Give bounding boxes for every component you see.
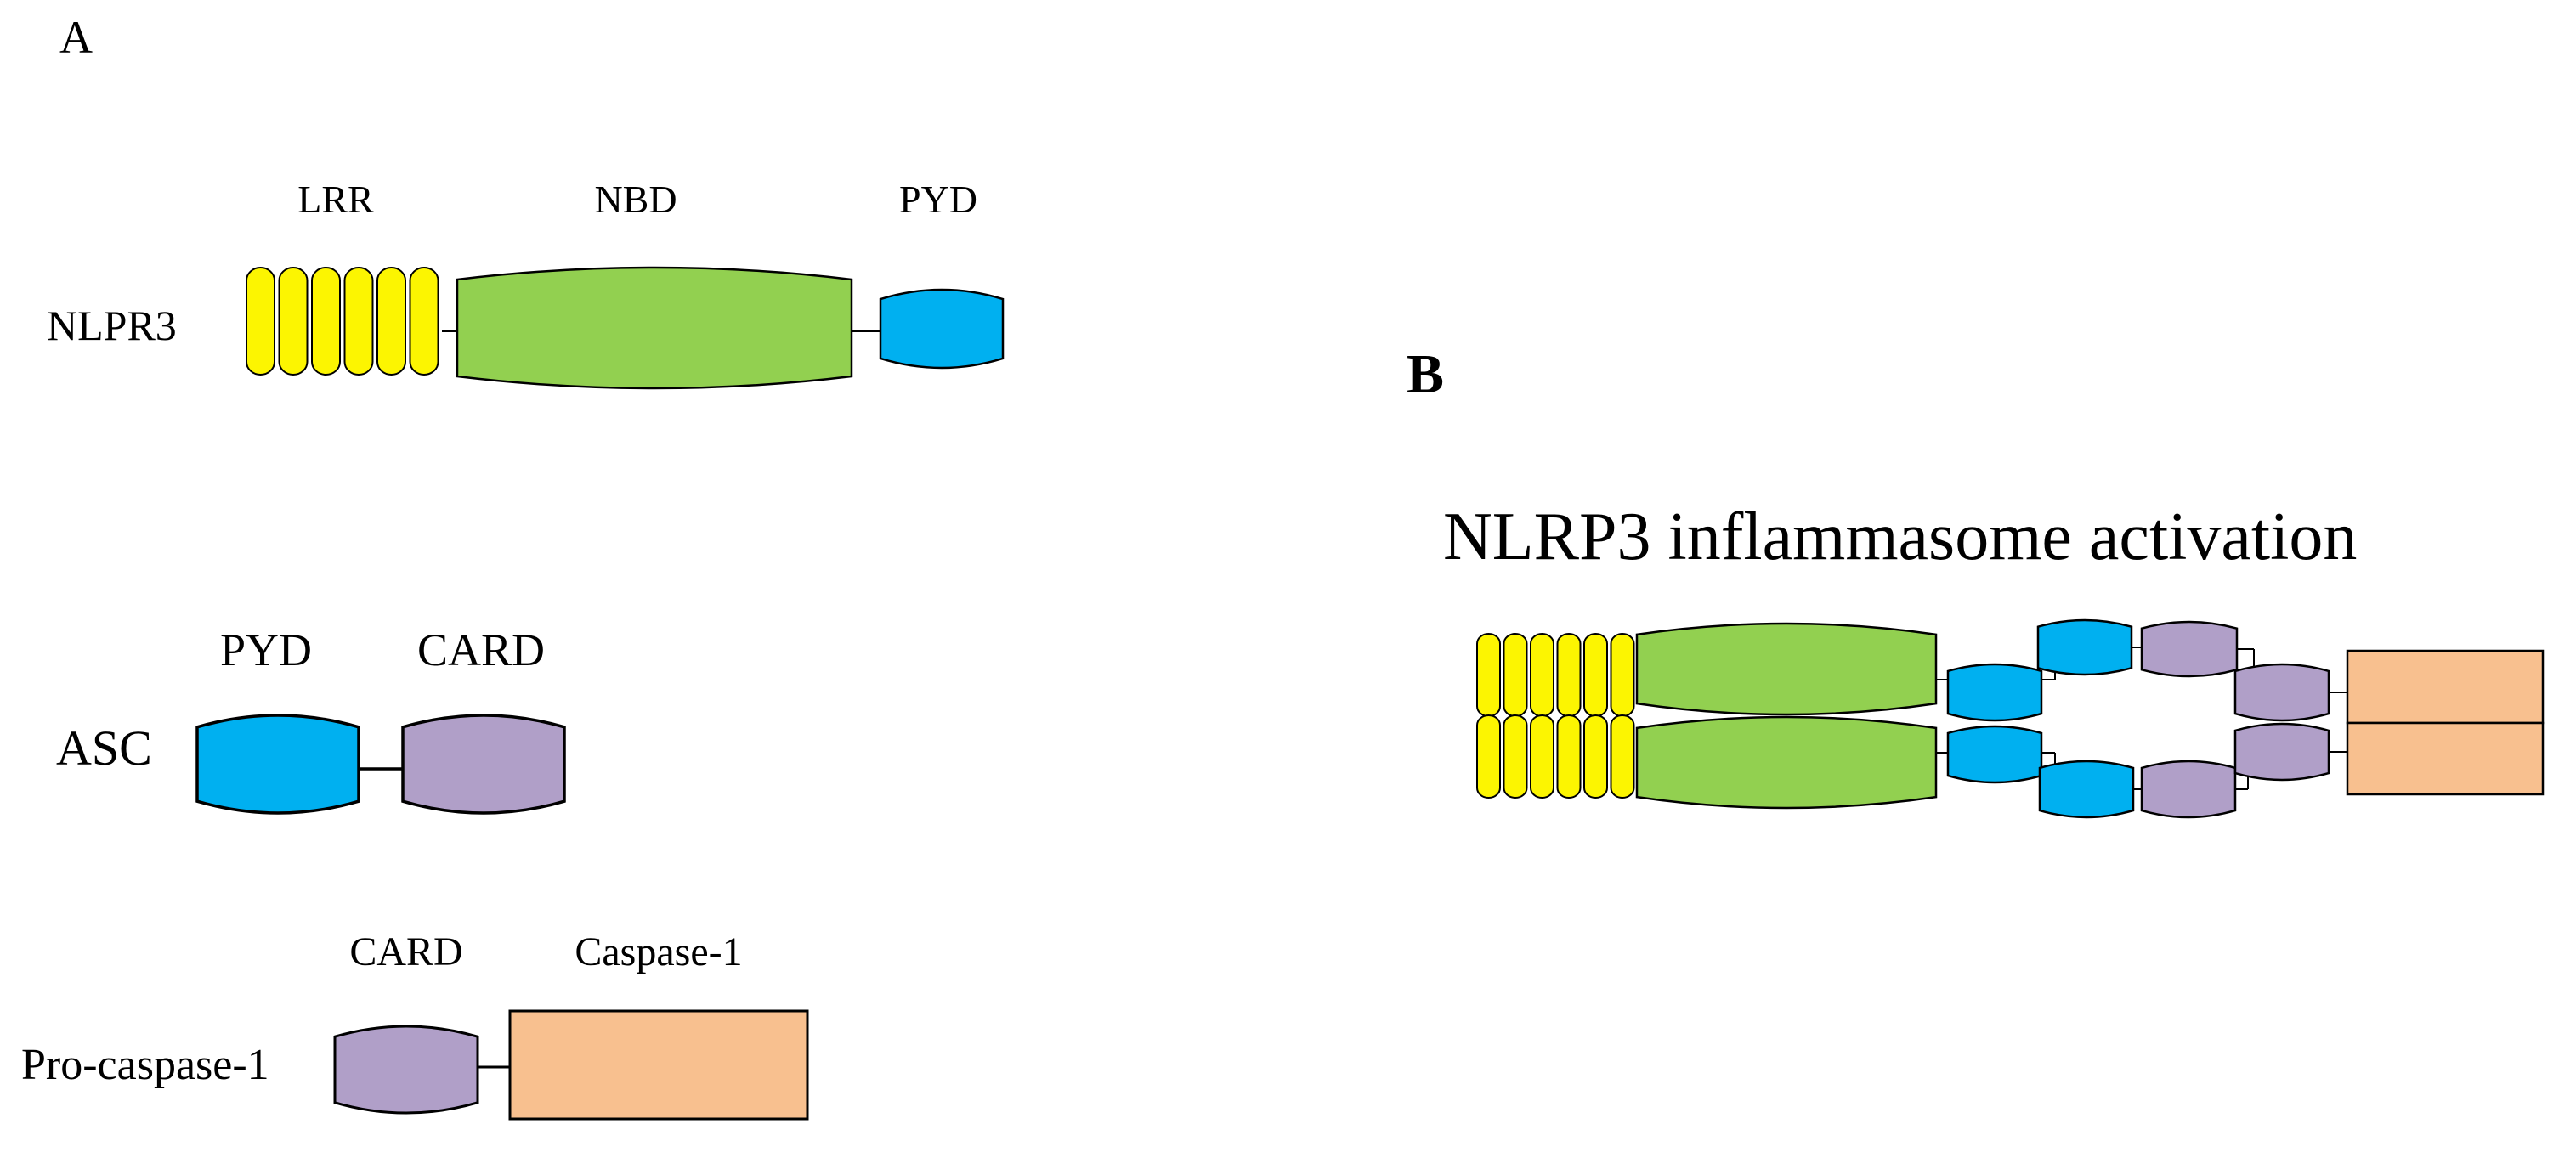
- lrr-segment: [1503, 633, 1528, 717]
- procaspase-domains: [333, 1009, 809, 1121]
- nbd-domain: [456, 266, 853, 390]
- lrr-segment: [1583, 633, 1608, 717]
- caspase-1-domain: [2346, 721, 2545, 796]
- asc-name-label: ASC: [56, 720, 152, 776]
- asc-card-domain: [2140, 620, 2239, 678]
- asc-card-domain: [401, 714, 566, 815]
- lrr-segment: [311, 267, 341, 376]
- asc-card-domain: [2140, 760, 2237, 819]
- asc-protein-diagram: PYD CARD ASC: [56, 624, 566, 815]
- lrr-segment: [1583, 714, 1608, 799]
- lrr-segment: [343, 267, 374, 376]
- procaspase-protein-diagram: CARD Caspase-1 Pro-caspase-1: [21, 929, 809, 1121]
- procaspase-card-domain: [2233, 663, 2330, 722]
- nbd-domain: [1635, 715, 1938, 810]
- inflammasome-complex: [1476, 618, 2545, 819]
- asc-domains: [195, 714, 566, 815]
- caspase-1-domain: [2346, 649, 2545, 725]
- lrr-segment: [1530, 633, 1554, 717]
- nlrp3-pyd-label: PYD: [899, 178, 977, 221]
- procaspase-card-domain: [333, 1025, 479, 1115]
- lrr-segment: [376, 267, 406, 376]
- lrr-segment: [1476, 714, 1501, 799]
- caspase-1-domain: [508, 1009, 809, 1121]
- pyd-domain: [1946, 663, 2043, 722]
- nlrp3-name-label: NLPR3: [47, 302, 177, 349]
- lrr-segment: [409, 267, 439, 376]
- asc-pyd-label: PYD: [220, 624, 312, 675]
- panel-a-label: A: [59, 12, 93, 63]
- lrr-segment: [278, 267, 309, 376]
- asc-pyd-domain: [195, 714, 360, 815]
- procaspase-name-label: Pro-caspase-1: [21, 1041, 269, 1089]
- nlrp3-domains: [246, 266, 1005, 390]
- procaspase-caspase-label: Caspase-1: [575, 929, 742, 974]
- nlrp3-protein-diagram: LRR NBD PYD NLPR3: [47, 178, 1005, 390]
- nbd-domain: [1635, 622, 1938, 716]
- procaspase-card-label: CARD: [349, 929, 462, 974]
- lrr-segment: [1610, 633, 1635, 717]
- asc-card-label: CARD: [417, 624, 545, 675]
- lrr-segment: [246, 267, 275, 376]
- asc-pyd-domain: [2038, 760, 2135, 819]
- panel-b-label: B: [1407, 343, 1444, 405]
- lrr-segment: [1503, 714, 1528, 799]
- lrr-segment: [1530, 714, 1554, 799]
- nlrp3-nbd-label: NBD: [594, 178, 677, 221]
- lrr-segment: [1476, 633, 1501, 717]
- procaspase-card-domain: [2233, 722, 2330, 782]
- pyd-domain: [879, 288, 1005, 370]
- lrr-segment: [1556, 633, 1582, 717]
- lrr-segment: [1556, 714, 1582, 799]
- asc-pyd-domain: [2036, 618, 2133, 676]
- pyd-domain: [1946, 725, 2043, 784]
- panel-b-title: NLRP3 inflammasome activation: [1443, 500, 2357, 574]
- lrr-segment: [1610, 714, 1635, 799]
- nlrp3-lrr-label: LRR: [297, 178, 374, 221]
